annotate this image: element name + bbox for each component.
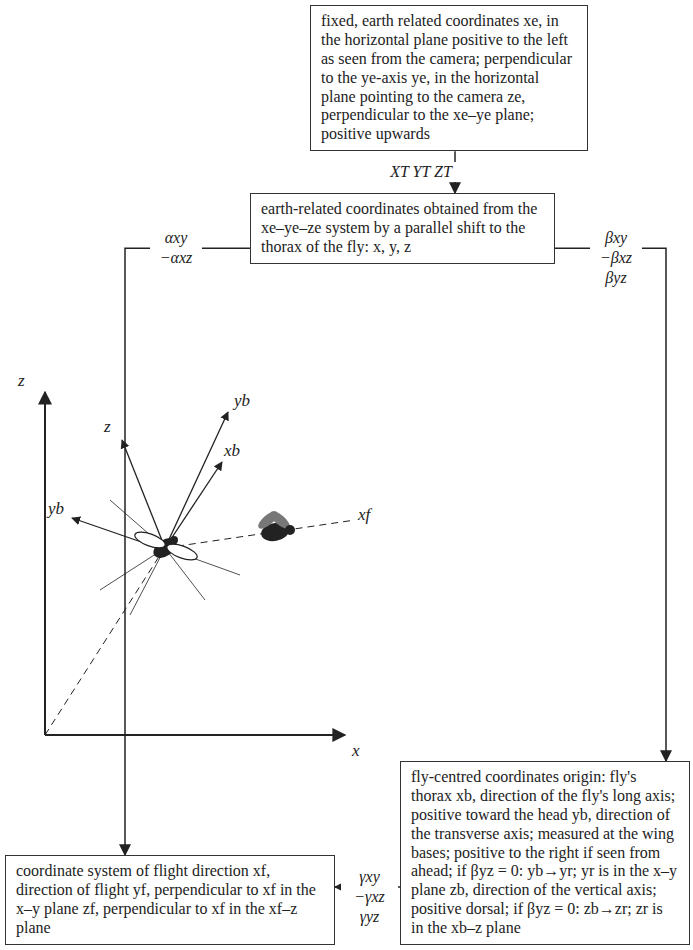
transform-arrow xyxy=(555,248,666,761)
box-text: coordinate system of flight direction xf… xyxy=(16,862,324,938)
box-text: fixed, earth related coordinates xe, in … xyxy=(321,12,577,144)
transform-label: βxy −βxz βyz xyxy=(590,228,642,288)
second-fly xyxy=(256,508,295,543)
coordinate-box: coordinate system of flight direction xf… xyxy=(5,855,335,945)
axis-label: yb xyxy=(234,392,250,409)
axis-label: z xyxy=(104,418,111,435)
transform-label: αxy −αxz xyxy=(150,228,202,268)
coordinate-box: fixed, earth related coordinates xe, in … xyxy=(310,5,588,151)
axis-label: yb xyxy=(48,500,64,517)
fly-figure xyxy=(133,529,199,563)
transform-label: γxy −γxz γyz xyxy=(341,867,398,927)
axis-label: xf xyxy=(358,506,370,523)
axis-label: x xyxy=(352,742,360,759)
axes xyxy=(45,392,355,735)
coordinate-box: earth-related coordinates obtained from … xyxy=(250,193,555,264)
box-text: fly-centred coordinates origin: fly's th… xyxy=(411,768,679,938)
axis-label: z xyxy=(18,372,25,389)
transform-arrow xyxy=(125,248,250,855)
coordinate-box: fly-centred coordinates origin: fly's th… xyxy=(400,761,690,945)
transform-label: XT YT ZT xyxy=(385,162,457,182)
box-text: earth-related coordinates obtained from … xyxy=(261,200,544,257)
axis-label: xb xyxy=(224,442,240,459)
